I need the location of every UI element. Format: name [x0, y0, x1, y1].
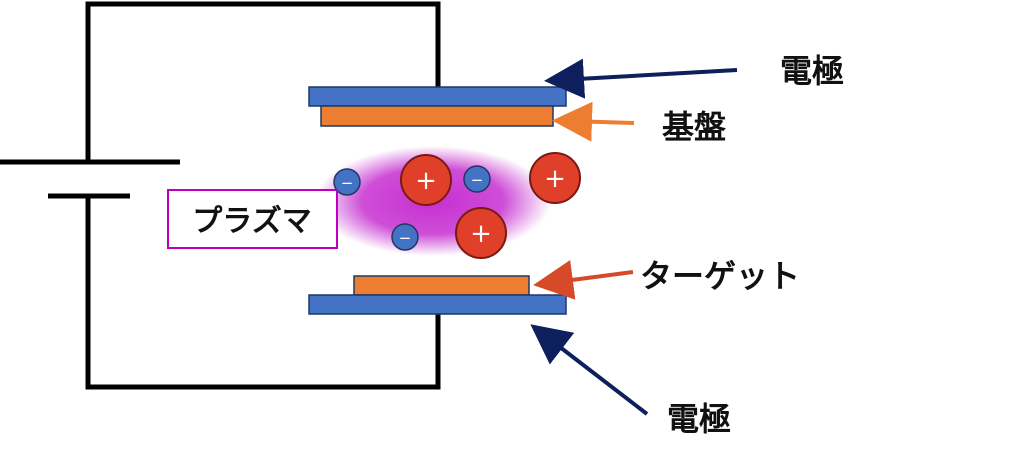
electrode-top-label: 電極	[780, 52, 844, 90]
electrode-bottom-label: 電極	[667, 400, 731, 438]
electrode-top	[308, 86, 567, 107]
electrode-bottom	[308, 294, 567, 315]
plasma-label: プラズマ	[192, 204, 311, 239]
arrow-substrate	[552, 101, 635, 142]
arrow-electrode-bottom	[530, 324, 649, 416]
negative-particle-sign: −	[399, 229, 412, 247]
circuit-wire-top	[85, 1, 441, 162]
circuit	[85, 1, 441, 390]
negative-particle-sign: −	[471, 171, 484, 189]
negative-particle: −	[333, 168, 361, 196]
battery	[0, 159, 180, 199]
positive-ion: +	[400, 154, 452, 206]
target-label: ターゲット	[640, 257, 800, 295]
positive-ion-sign: +	[415, 166, 437, 196]
positive-ion: +	[529, 152, 581, 204]
circuit-wire-bottom	[85, 196, 441, 390]
positive-ion-sign: +	[470, 219, 492, 249]
arrow-target	[533, 260, 634, 300]
target	[353, 275, 530, 296]
positive-ion: +	[455, 207, 507, 259]
plasma-label-box	[167, 189, 338, 249]
negative-particle-sign: −	[341, 174, 354, 192]
arrow-electrode-top	[544, 58, 738, 99]
positive-ion-sign: +	[544, 164, 566, 194]
negative-particle: −	[391, 223, 419, 251]
negative-particle: −	[463, 165, 491, 193]
substrate	[320, 105, 554, 127]
substrate-label: 基盤	[662, 108, 726, 146]
